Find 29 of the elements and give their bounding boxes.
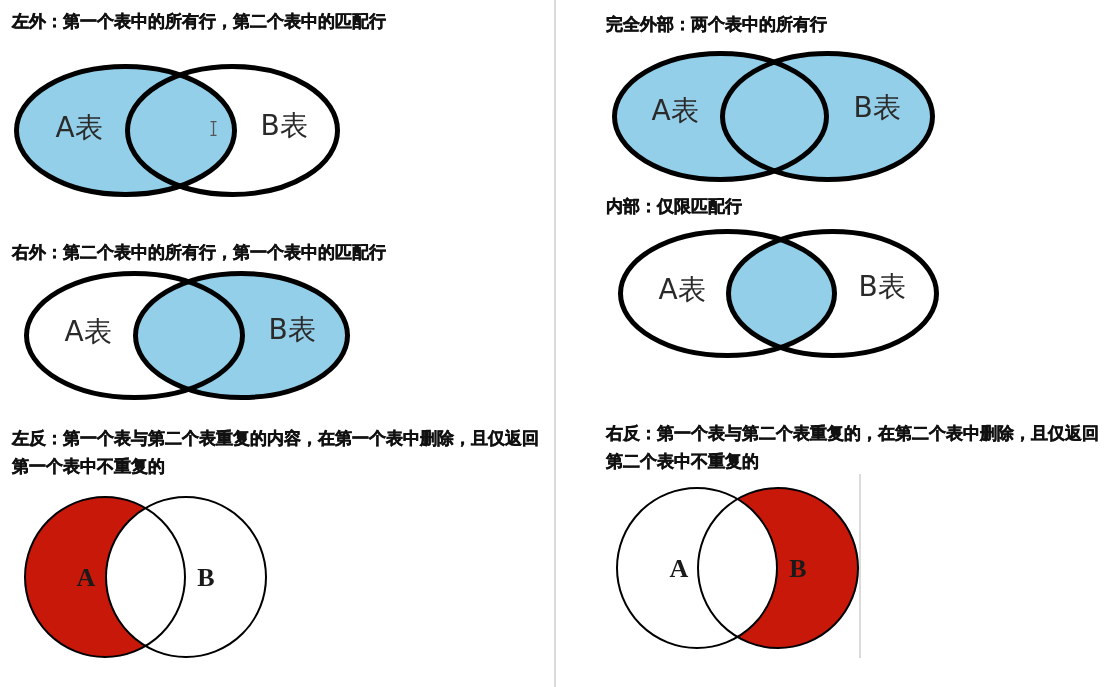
- set-label: A表: [64, 318, 112, 346]
- venn-ellipse: [124, 63, 340, 197]
- set-label: A: [669, 556, 689, 582]
- venn-ellipse: [725, 228, 939, 358]
- venn-ellipse: [719, 50, 935, 182]
- section-heading: 左外：第一个表中的所有行，第二个表中的匹配行: [12, 10, 387, 33]
- section-heading: 内部：仅限匹配行: [606, 195, 743, 218]
- venn-ellipse: [23, 270, 245, 400]
- set-label: B表: [260, 112, 308, 140]
- section-heading: 右外：第二个表中的所有行，第一个表中的匹配行: [12, 241, 387, 264]
- venn-ellipse: [132, 270, 350, 400]
- section-heading: 完全外部：两个表中的所有行: [606, 13, 828, 36]
- set-label: B表: [853, 94, 901, 122]
- set-label: A: [76, 565, 96, 591]
- set-label: A表: [658, 276, 706, 304]
- set-label: B: [197, 565, 215, 591]
- venn-ellipse: [617, 228, 837, 358]
- section-heading: 右反：第一个表与第二个表重复的，在第二个表中删除，且仅返回第二个表中不重复的: [606, 422, 1100, 473]
- set-label: A表: [651, 97, 699, 125]
- venn-set-region: [24, 496, 186, 658]
- venn-set-region: [697, 487, 859, 649]
- set-label: B表: [858, 273, 906, 301]
- venn-circle: [616, 487, 778, 649]
- set-label: A表: [55, 114, 103, 142]
- set-label: B表: [268, 316, 316, 344]
- venn-ellipse: [13, 63, 237, 197]
- section-heading: 左反：第一个表与第二个表重复的内容，在第一个表中删除，且仅返回第一个表中不重复的: [12, 427, 540, 478]
- venn-circle: [105, 496, 267, 658]
- set-label: B: [789, 556, 807, 582]
